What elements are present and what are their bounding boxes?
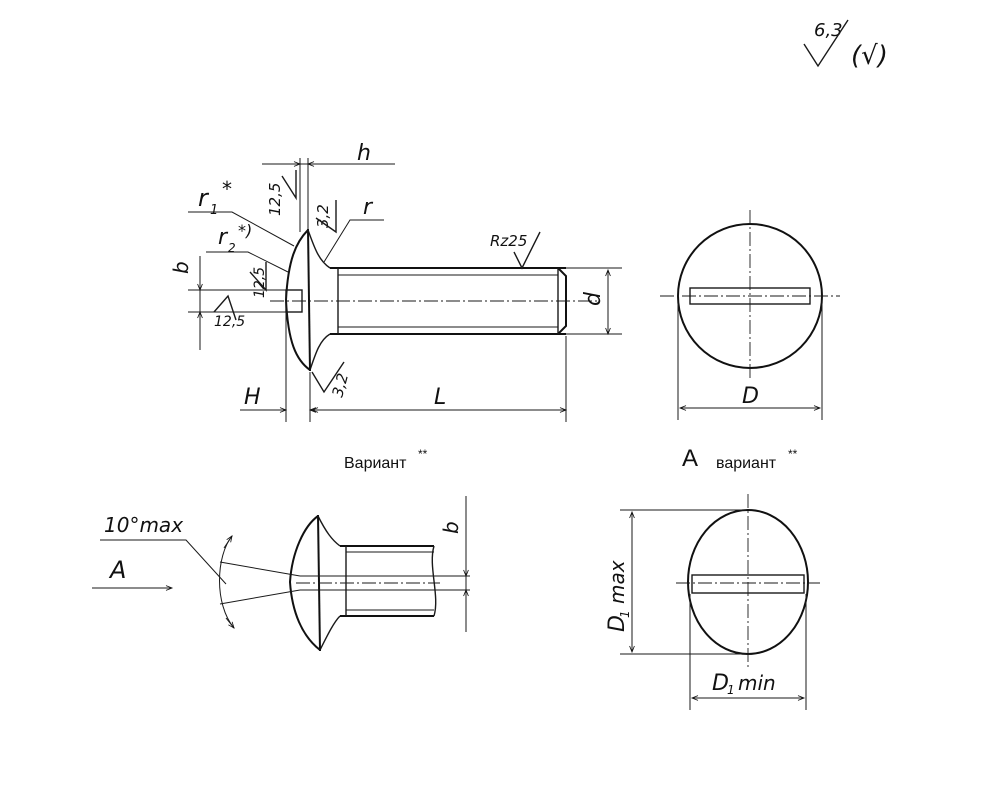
label-H: H (244, 385, 261, 410)
variant-caption-mark: ** (418, 447, 428, 461)
roughness-underhead: 3,2 (311, 361, 352, 399)
callout-r: r (323, 195, 384, 263)
head-bearing-face (307, 228, 311, 372)
label-r1-mark: * (222, 177, 232, 201)
label-L: L (434, 385, 446, 410)
variant-caption: Вариант ** (344, 447, 428, 472)
dimension-L: L (310, 336, 568, 422)
label-r: r (363, 195, 374, 220)
roughness-thread-value: Rz25 (490, 232, 527, 250)
label-r1: r (198, 184, 210, 212)
angle-10-max: 10°max (100, 513, 235, 629)
screw-side-view (270, 228, 600, 372)
label-h: h (357, 141, 371, 166)
variant-break-line (431, 545, 437, 617)
callout-r2: r 2 *) (206, 221, 289, 273)
angle-arc (219, 535, 235, 629)
callout-r1: r 1 * (188, 177, 295, 247)
roughness-underhead-value: 3,2 (328, 371, 352, 399)
dimension-D1-min: D 1 min (689, 594, 807, 710)
label-r2-mark: *) (238, 221, 252, 240)
label-D1min-rest: min (738, 671, 776, 695)
variant-fillet-top (317, 515, 341, 547)
label-r2-sub: 2 (228, 241, 236, 255)
variant-end-view (676, 494, 820, 670)
variant-a-caption: A вариант ** (682, 445, 798, 472)
variant-a-letter: A (682, 445, 698, 472)
variant-fillet-bottom (319, 615, 341, 651)
slot-taper-line-top (219, 561, 301, 577)
roughness-fillet: 3,2 (314, 200, 337, 234)
label-view-a: A (108, 556, 126, 584)
general-roughness-value: 6,3 (814, 20, 843, 41)
head-fillet-top (307, 229, 331, 269)
roughness-head-top-value: 12,5 (266, 183, 284, 216)
label-d: d (581, 291, 606, 306)
screw-head-outline (284, 229, 311, 371)
variant-a-caption-mark: ** (788, 447, 798, 461)
label-D1min-sub: 1 (727, 683, 735, 697)
dimension-d: d (566, 267, 622, 336)
roughness-fillet-value: 3,2 (314, 204, 332, 228)
variant-a-caption-text: вариант (716, 455, 777, 472)
roughness-slot-b: 12,5 (213, 294, 245, 330)
label-D1max: D (605, 615, 630, 632)
general-roughness-note: (√) (851, 41, 888, 71)
label-D: D (742, 384, 759, 409)
dimension-D: D (677, 300, 823, 420)
label-b-main: b (169, 261, 193, 274)
dimension-D1-max: D 1 max (605, 509, 746, 655)
general-roughness-symbol: 6,3 (√) (803, 19, 888, 71)
dimension-h: h (262, 141, 395, 232)
label-angle: 10°max (104, 513, 183, 537)
label-r1-sub: 1 (210, 203, 218, 218)
dimension-b-main: b (169, 256, 288, 350)
variant-head-outline (288, 515, 321, 651)
screw-end-view (660, 210, 840, 380)
dimension-b-variant: b (439, 496, 469, 632)
dimension-H: H (240, 300, 330, 422)
variant-caption-text: Вариант (344, 455, 407, 472)
roughness-slot-b-value: 12,5 (214, 314, 245, 330)
slot-taper-line-bottom (219, 589, 301, 605)
view-arrow-a: A (92, 556, 174, 591)
variant-side-view (219, 514, 470, 652)
label-D1max-sub: 1 (618, 610, 632, 618)
roughness-slot-a: 12,5 (249, 262, 268, 298)
label-D1max-rest: max (605, 560, 629, 604)
label-r2: r (218, 225, 229, 250)
label-b-variant: b (439, 521, 463, 534)
label-D1min: D (712, 671, 729, 696)
roughness-head-top: 12,5 (266, 170, 297, 216)
head-fillet-bottom (309, 333, 331, 371)
roughness-thread: Rz25 (490, 231, 541, 270)
